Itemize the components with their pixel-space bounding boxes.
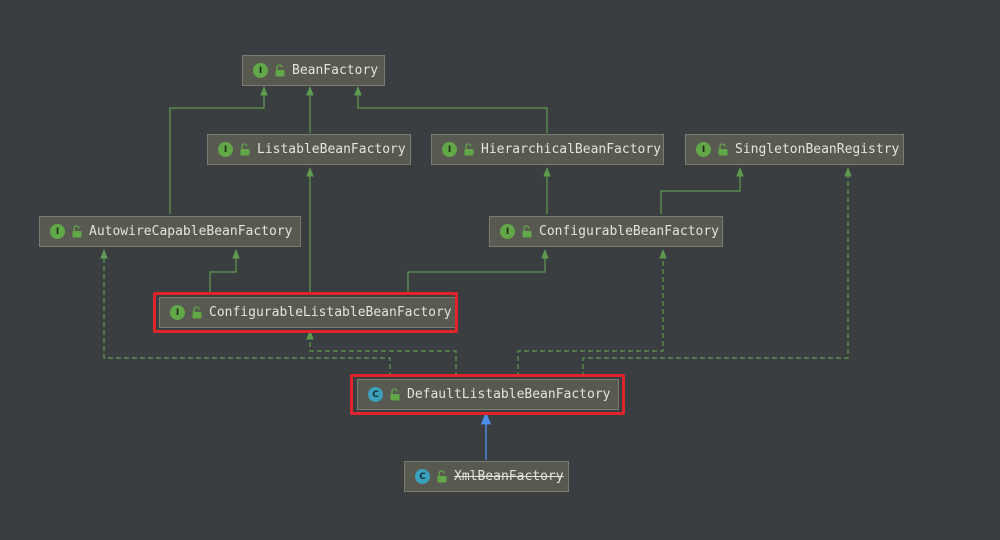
edge-default-to-singleton — [582, 167, 852, 377]
node-xml-bean-factory[interactable]: C XmlBeanFactory — [404, 461, 569, 492]
edge-autowire-to-beanfactory — [169, 86, 268, 214]
lock-open-icon — [522, 225, 532, 238]
interface-badge-icon: I — [253, 63, 268, 78]
node-label: ConfigurableListableBeanFactory — [209, 305, 452, 320]
edge-default-to-configurable — [517, 249, 667, 377]
node-label: BeanFactory — [292, 63, 379, 78]
interface-badge-icon: I — [50, 224, 65, 239]
node-listable-bean-factory[interactable]: I ListableBeanFactory — [207, 134, 411, 165]
edge-cl-to-autowire — [209, 249, 240, 295]
interface-badge-icon: I — [442, 142, 457, 157]
node-label: DefaultListableBeanFactory — [407, 387, 611, 402]
node-bean-factory[interactable]: I BeanFactory — [242, 55, 385, 86]
node-autowire-capable-bean-factory[interactable]: I AutowireCapableBeanFactory — [39, 216, 301, 247]
edge-default-to-autowire — [100, 249, 391, 377]
lock-open-icon — [718, 143, 728, 156]
interface-badge-icon: I — [696, 142, 711, 157]
node-label: ConfigurableBeanFactory — [539, 224, 720, 239]
node-label: HierarchicalBeanFactory — [481, 142, 662, 157]
lock-open-icon — [437, 470, 447, 483]
edge-default-to-cl — [306, 330, 457, 377]
lock-open-icon — [240, 143, 250, 156]
class-badge-icon: C — [415, 469, 430, 484]
node-label-deprecated: XmlBeanFactory — [454, 469, 564, 484]
node-singleton-bean-registry[interactable]: I SingletonBeanRegistry — [685, 134, 904, 165]
node-hierarchical-bean-factory[interactable]: I HierarchicalBeanFactory — [431, 134, 664, 165]
node-label: SingletonBeanRegistry — [735, 142, 900, 157]
interface-badge-icon: I — [218, 142, 233, 157]
class-badge-icon: C — [368, 387, 383, 402]
node-configurable-listable-bean-factory[interactable]: I ConfigurableListableBeanFactory — [159, 297, 456, 328]
lock-open-icon — [192, 306, 202, 319]
edge-hierarchical-to-beanfactory — [354, 86, 548, 133]
edge-cl-to-configurable — [407, 249, 549, 295]
lock-open-icon — [72, 225, 82, 238]
lock-open-icon — [390, 388, 400, 401]
lock-open-icon — [464, 143, 474, 156]
node-label: ListableBeanFactory — [257, 142, 406, 157]
interface-badge-icon: I — [170, 305, 185, 320]
interface-badge-icon: I — [500, 224, 515, 239]
node-label: AutowireCapableBeanFactory — [89, 224, 293, 239]
edge-configurable-to-singleton — [660, 167, 744, 214]
lock-open-icon — [275, 64, 285, 77]
node-configurable-bean-factory[interactable]: I ConfigurableBeanFactory — [489, 216, 723, 247]
node-default-listable-bean-factory[interactable]: C DefaultListableBeanFactory — [357, 379, 619, 410]
